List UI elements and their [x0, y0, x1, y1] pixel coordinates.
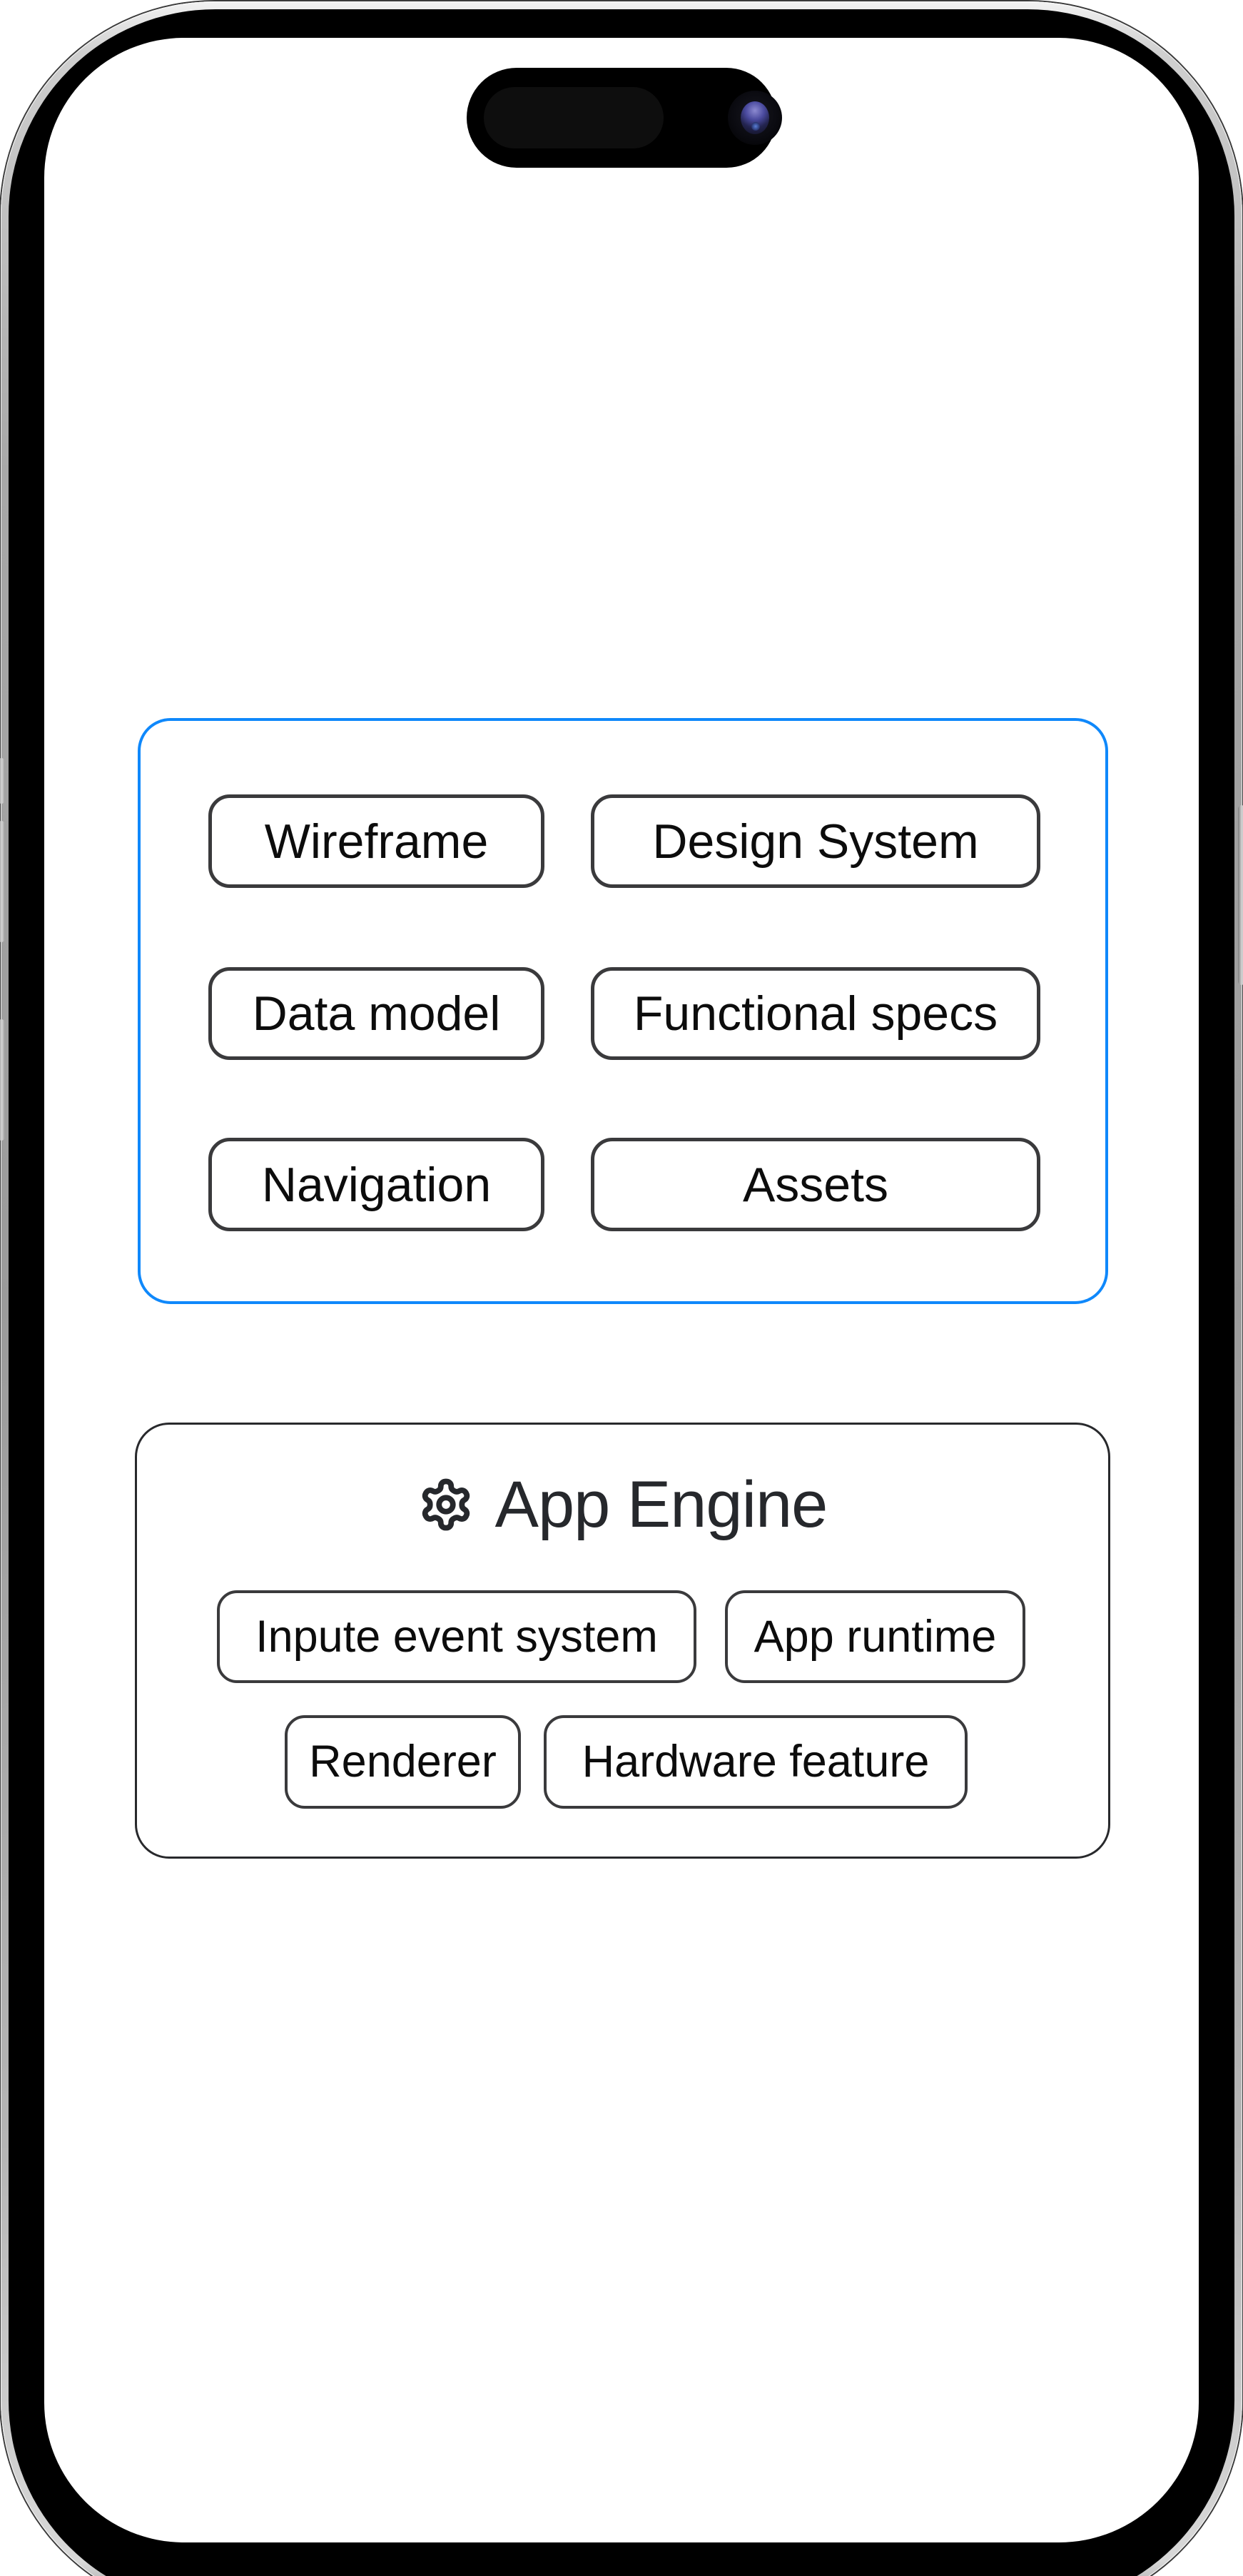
input-event-system-label: Inpute event system — [255, 1611, 658, 1662]
volume-up-button — [0, 821, 5, 942]
hardware-feature-button[interactable]: Hardware feature — [544, 1715, 968, 1809]
wireframe-button[interactable]: Wireframe — [208, 794, 544, 888]
design-system-button-label: Design System — [652, 814, 979, 869]
gear-icon — [422, 1478, 470, 1531]
navigation-button-label: Navigation — [261, 1157, 492, 1212]
input-event-system-button[interactable]: Inpute event system — [217, 1590, 696, 1683]
app-engine-frame: App Engine Inpute event system App runti… — [135, 1423, 1110, 1859]
data-model-button[interactable]: Data model — [208, 967, 544, 1060]
action-button — [0, 758, 5, 804]
app-runtime-button[interactable]: App runtime — [725, 1590, 1025, 1683]
app-engine-header: App Engine — [137, 1472, 1108, 1537]
app-engine-title: App Engine — [494, 1468, 828, 1541]
design-system-button[interactable]: Design System — [591, 794, 1040, 888]
app-runtime-label: App runtime — [754, 1611, 997, 1662]
renderer-label: Renderer — [309, 1737, 497, 1787]
design-section-frame: Wireframe Design System Data model Funct… — [138, 718, 1108, 1304]
functional-specs-button-label: Functional specs — [633, 986, 998, 1041]
camera-glint — [751, 122, 760, 131]
wireframe-button-label: Wireframe — [264, 814, 489, 869]
power-button — [1238, 805, 1243, 985]
data-model-button-label: Data model — [252, 986, 501, 1041]
navigation-button[interactable]: Navigation — [208, 1138, 544, 1231]
speaker-cutout — [484, 87, 664, 148]
assets-button-label: Assets — [742, 1157, 889, 1212]
renderer-button[interactable]: Renderer — [285, 1715, 521, 1809]
front-camera — [728, 91, 782, 145]
hardware-feature-label: Hardware feature — [582, 1737, 930, 1787]
volume-down-button — [0, 1019, 5, 1141]
dynamic-island — [467, 68, 782, 168]
functional-specs-button[interactable]: Functional specs — [591, 967, 1040, 1060]
assets-button[interactable]: Assets — [591, 1138, 1040, 1231]
